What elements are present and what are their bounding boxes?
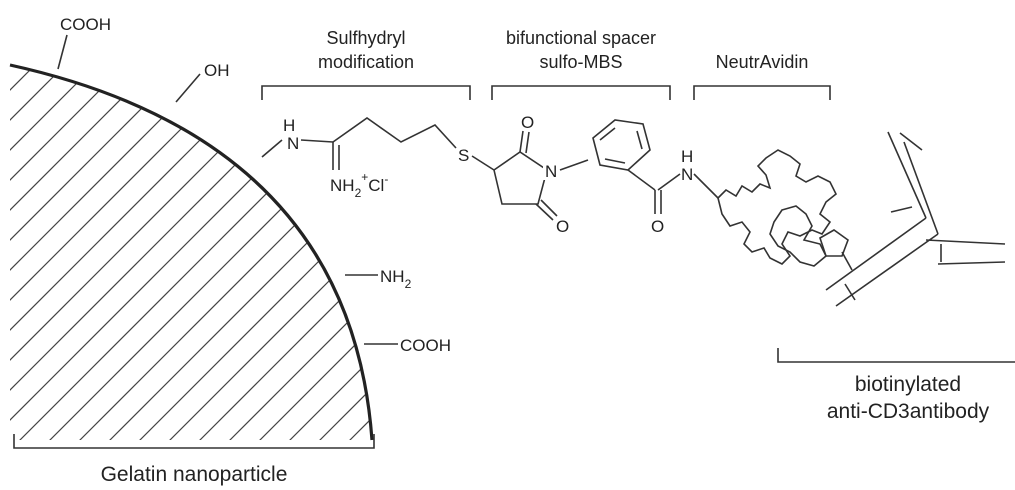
antibody-label-line2: anti-CD3antibody	[827, 400, 990, 423]
antibody-bracket	[777, 348, 1015, 363]
antibody-upper-hinge	[890, 206, 913, 213]
hatch-line	[329, 65, 372, 440]
hatch-line	[10, 65, 331, 440]
hatch-line	[179, 65, 372, 440]
neutravidin-label: NeutrAvidin	[716, 52, 809, 72]
hatch-line	[89, 65, 372, 440]
antibody-stem-b	[835, 233, 939, 307]
imine-n-label: N	[287, 134, 299, 153]
n-to-c-bond	[300, 139, 334, 143]
antibody-hinge-1	[844, 283, 856, 301]
hatch-line	[359, 65, 372, 440]
neutravidin-outline	[717, 149, 838, 265]
hatch-line	[10, 65, 31, 440]
hatch-line	[269, 65, 372, 440]
gelatin-nanoparticle	[9, 40, 870, 460]
amide-oxygen-label: O	[651, 217, 664, 236]
hatch-line	[10, 65, 181, 440]
biotin-tail-bond	[841, 251, 853, 271]
amide-h-label: H	[681, 147, 693, 166]
hatch-line	[10, 65, 372, 440]
sulfhydryl-label-line1: Sulfhydryl	[326, 28, 405, 48]
carbonyl-top-b	[525, 131, 530, 154]
oxygen-top-label: O	[521, 113, 534, 132]
n-to-benzene-bond	[559, 159, 589, 171]
oh-bond	[175, 73, 201, 103]
neutravidin-bracket	[693, 85, 831, 100]
sulfur-label: S	[458, 146, 469, 165]
oxygen-bottom-label: O	[556, 217, 569, 236]
hatch-line	[390, 40, 810, 460]
anti-cd3-antibody	[825, 131, 1006, 307]
antibody-label-line1: biotinylated	[855, 373, 961, 396]
hatch-line	[10, 65, 372, 440]
hatch-line	[10, 65, 151, 440]
antibody-right-arm-a	[925, 239, 1006, 245]
particle-surface	[9, 63, 374, 441]
hatch-line	[209, 65, 372, 440]
neutravidin-protein	[717, 149, 853, 271]
benzene-inner-3	[604, 158, 626, 164]
cooh-bottom-label: COOH	[400, 336, 451, 355]
benzene-inner-1	[599, 127, 616, 141]
carbonyl-bottom-a	[535, 203, 554, 221]
imine-h-label: H	[283, 116, 295, 135]
imide-n-label: N	[545, 162, 557, 181]
hatch-line	[59, 65, 372, 440]
cooh-top-bond	[57, 34, 68, 70]
particle-bracket	[13, 434, 375, 449]
hatch-line	[10, 65, 121, 440]
amide-c-n-bond	[657, 173, 681, 191]
neutravidin-inner	[769, 205, 827, 267]
cooh-top-label: COOH	[60, 15, 111, 34]
spacer-label-line1: bifunctional spacer	[506, 28, 656, 48]
hatch-line	[299, 65, 372, 440]
benzene-ring	[592, 119, 651, 171]
hatch-line	[450, 40, 870, 460]
carbonyl-top-a	[519, 130, 524, 153]
hatch-line	[420, 40, 840, 460]
antibody-upper-arm-b	[903, 141, 939, 235]
s-to-ring-bond	[471, 155, 495, 171]
hatch-line	[239, 65, 372, 440]
nh2-label: NH2	[380, 267, 412, 291]
amidine-salt-label: NH2+Cl-	[330, 170, 388, 200]
antibody-stem-a	[825, 217, 927, 291]
amide-n-label: N	[681, 165, 693, 184]
particle-label: Gelatin nanoparticle	[101, 463, 288, 486]
hatch-line	[10, 65, 211, 440]
n-to-neutravidin-bond	[693, 173, 719, 199]
spacer-label-line2: sulfo-MBS	[539, 52, 622, 72]
biotin-ring	[819, 229, 849, 257]
carbonyl-bottom-b	[540, 199, 558, 217]
hatch-line	[119, 65, 372, 440]
succinimide-ring	[493, 151, 548, 205]
antibody-upper-fab	[899, 132, 923, 151]
sulfhydryl-bracket	[261, 85, 471, 100]
hatch-line	[29, 65, 372, 440]
hatch-line	[10, 65, 91, 440]
spacer-bracket	[491, 85, 671, 100]
benzene-to-amide-bond	[627, 169, 656, 191]
antibody-upper-arm-a	[887, 131, 927, 219]
benzene-inner-2	[636, 130, 643, 150]
antibody-right-arm-b	[937, 261, 1006, 265]
propyl-chain	[332, 117, 457, 149]
surface-to-n-bond	[261, 139, 283, 158]
hatch-line	[149, 65, 372, 440]
sulfhydryl-label-line2: modification	[318, 52, 414, 72]
oh-label: OH	[204, 61, 230, 80]
